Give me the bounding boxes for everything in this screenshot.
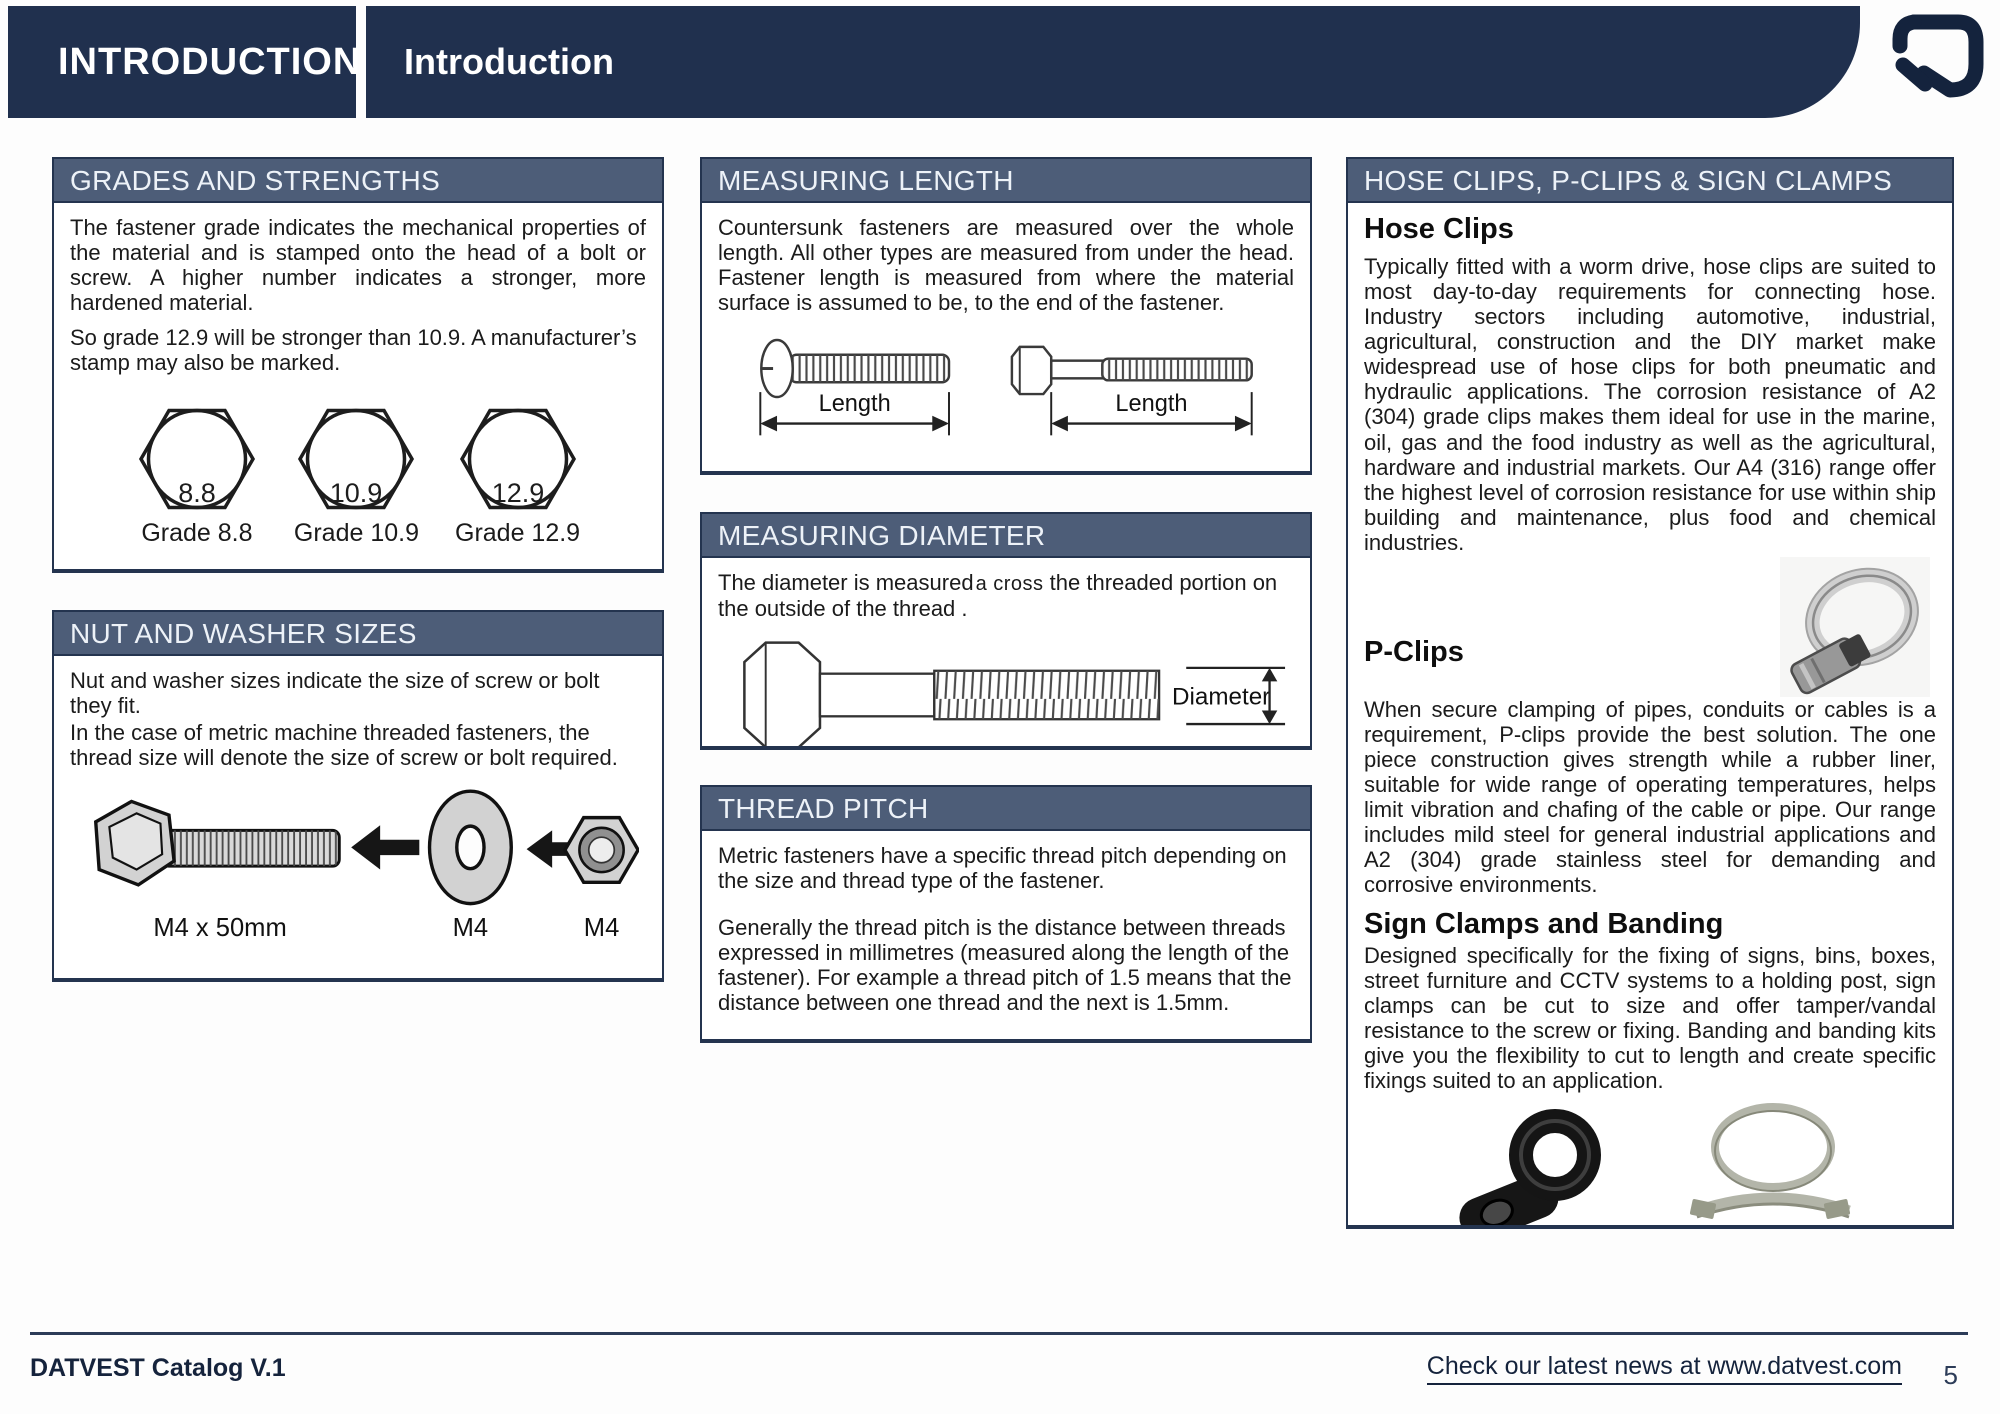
grades-paragraph-1: The fastener grade indicates the mechani… xyxy=(70,215,646,316)
grades-paragraph-2: So grade 12.9 will be stronger than 10.9… xyxy=(70,325,637,376)
grade-stamp: 12.9 xyxy=(491,478,544,508)
nut-washer-paragraph-1: Nut and washer sizes indicate the size o… xyxy=(70,668,600,719)
pclips-heading: P-Clips xyxy=(1364,635,1464,668)
brand-logo-icon xyxy=(1892,14,1984,98)
pclips-paragraph: When secure clamping of pipes, conduits … xyxy=(1364,696,1936,898)
grade-label: Grade 12.9 xyxy=(455,519,581,548)
footer-catalog-version: DATVEST Catalog V.1 xyxy=(30,1354,286,1382)
banding-photo xyxy=(1689,1103,1851,1219)
length-label-left: Length xyxy=(819,390,891,416)
header-bar: Introduction xyxy=(366,6,1860,118)
hose-clips-paragraph: Typically fitted with a worm drive, hose… xyxy=(1364,254,1936,555)
section-thread-pitch: THREAD PITCH Metric fasteners have a spe… xyxy=(700,785,1312,1043)
section-title: MEASURING DIAMETER xyxy=(702,514,1310,558)
thread-pitch-paragraph-2: Generally the thread pitch is the distan… xyxy=(718,915,1292,1016)
section-measuring-diameter: MEASURING DIAMETER The diameter is measu… xyxy=(700,512,1312,750)
section-measuring-length: MEASURING LENGTH Countersunk fasteners a… xyxy=(700,157,1312,475)
grade-label: Grade 10.9 xyxy=(293,519,419,548)
length-label-right: Length xyxy=(1115,390,1187,416)
section-nut-and-washer-sizes: NUT AND WASHER SIZES Nut and washer size… xyxy=(52,610,664,982)
section-title: THREAD PITCH xyxy=(702,787,1310,831)
nut-washer-paragraph-2: In the case of metric machine threaded f… xyxy=(70,720,618,771)
header-tab: INTRODUCTION xyxy=(8,6,360,118)
bolt-washer-nut-diagram: M4 x 50mm M4 M4 xyxy=(93,789,639,942)
grade-stamps-row: 8.8 Grade 8.8 10.9 Grade 10.9 xyxy=(70,399,646,548)
section-title: MEASURING LENGTH xyxy=(702,159,1310,203)
clamp-photos-row xyxy=(1364,1099,1936,1225)
grade-item: 8.8 Grade 8.8 xyxy=(136,399,258,548)
thread-pitch-paragraph-1: Metric fasteners have a specific thread … xyxy=(718,843,1287,894)
grade-item: 10.9 Grade 10.9 xyxy=(294,399,419,548)
section-title: NUT AND WASHER SIZES xyxy=(54,612,662,656)
footer-page-number: 5 xyxy=(1943,1360,1958,1390)
footer-divider xyxy=(30,1332,1968,1335)
footer-news-link[interactable]: Check our latest news at www.datvest.com xyxy=(1426,1352,1902,1385)
grade-stamp: 10.9 xyxy=(330,478,383,508)
diameter-label: Diameter xyxy=(1172,684,1270,711)
measuring-diameter-diagram: Diameter xyxy=(743,641,1286,746)
hose-clips-heading: Hose Clips xyxy=(1364,213,1514,245)
measuring-length-paragraph: Countersunk fasteners are measured over … xyxy=(718,215,1294,316)
sign-clamps-heading: Sign Clamps and Banding xyxy=(1364,907,1724,940)
section-hose-clips-pclips-sign-clamps: HOSE CLIPS, P-CLIPS & SIGN CLAMPS Hose C… xyxy=(1346,157,1954,1229)
hose-clip-photo xyxy=(1780,556,1930,697)
page-title: Introduction xyxy=(404,41,614,82)
nut-size-label: M4 xyxy=(584,914,619,942)
grade-stamp: 8.8 xyxy=(178,478,216,508)
header-tab-label: INTRODUCTION xyxy=(58,40,362,83)
p-clip-photo xyxy=(1459,1109,1601,1225)
section-grades-and-strengths: GRADES AND STRENGTHS The fastener grade … xyxy=(52,157,664,573)
grade-item: 12.9 Grade 12.9 xyxy=(455,399,580,548)
washer-size-label: M4 xyxy=(453,914,488,942)
section-title: HOSE CLIPS, P-CLIPS & SIGN CLAMPS xyxy=(1348,159,1952,203)
pclips-heading-row: P-Clips xyxy=(1364,556,1936,697)
grade-hexagon-diagram: 10.9 xyxy=(298,409,415,510)
section-title: GRADES AND STRENGTHS xyxy=(54,159,662,203)
sign-clamps-paragraph: Designed specifically for the fixing of … xyxy=(1364,942,1936,1093)
bolt-size-label: M4 x 50mm xyxy=(153,914,286,942)
grade-label: Grade 8.8 xyxy=(141,519,253,548)
measuring-length-diagram: Length Length xyxy=(759,339,1253,436)
grade-hexagon-diagram: 12.9 xyxy=(459,409,576,510)
grade-hexagon-diagram: 8.8 xyxy=(138,409,255,510)
